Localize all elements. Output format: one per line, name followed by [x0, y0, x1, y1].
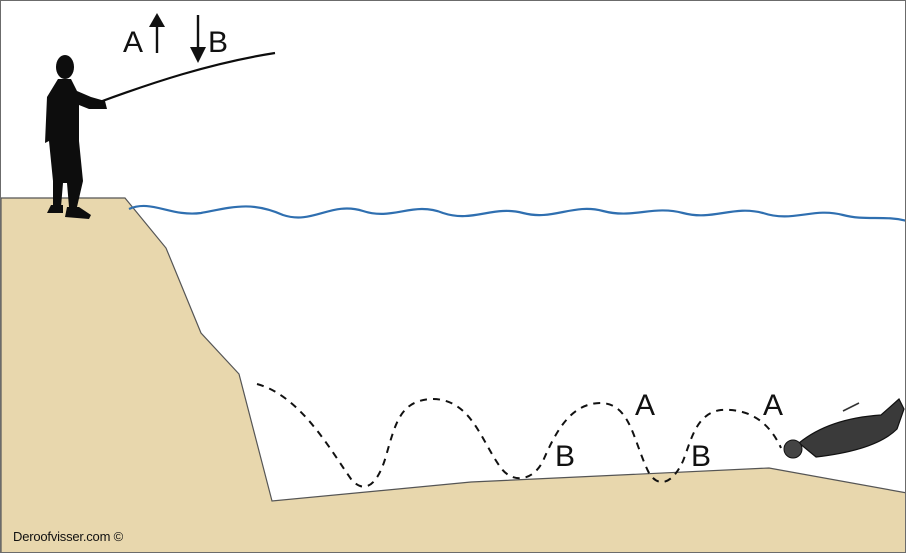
arrow-up-icon — [149, 13, 165, 53]
label-top-a: A — [123, 26, 144, 59]
label-lift-a-1: A — [635, 389, 656, 422]
fishing-rod — [96, 51, 276, 105]
label-drop-b-1: B — [555, 440, 576, 473]
label-top-b: B — [208, 26, 229, 59]
credit-text: Deroofvisser.com © — [13, 529, 124, 544]
angler-silhouette — [45, 55, 107, 219]
lure-retrieve-path — [256, 383, 782, 488]
label-lift-a-2: A — [763, 389, 784, 422]
water-surface-line — [128, 204, 905, 222]
shore-and-seabed — [1, 197, 905, 552]
label-drop-b-2: B — [691, 440, 712, 473]
arrow-down-icon — [190, 15, 206, 63]
lure-soft-bait — [783, 398, 905, 459]
